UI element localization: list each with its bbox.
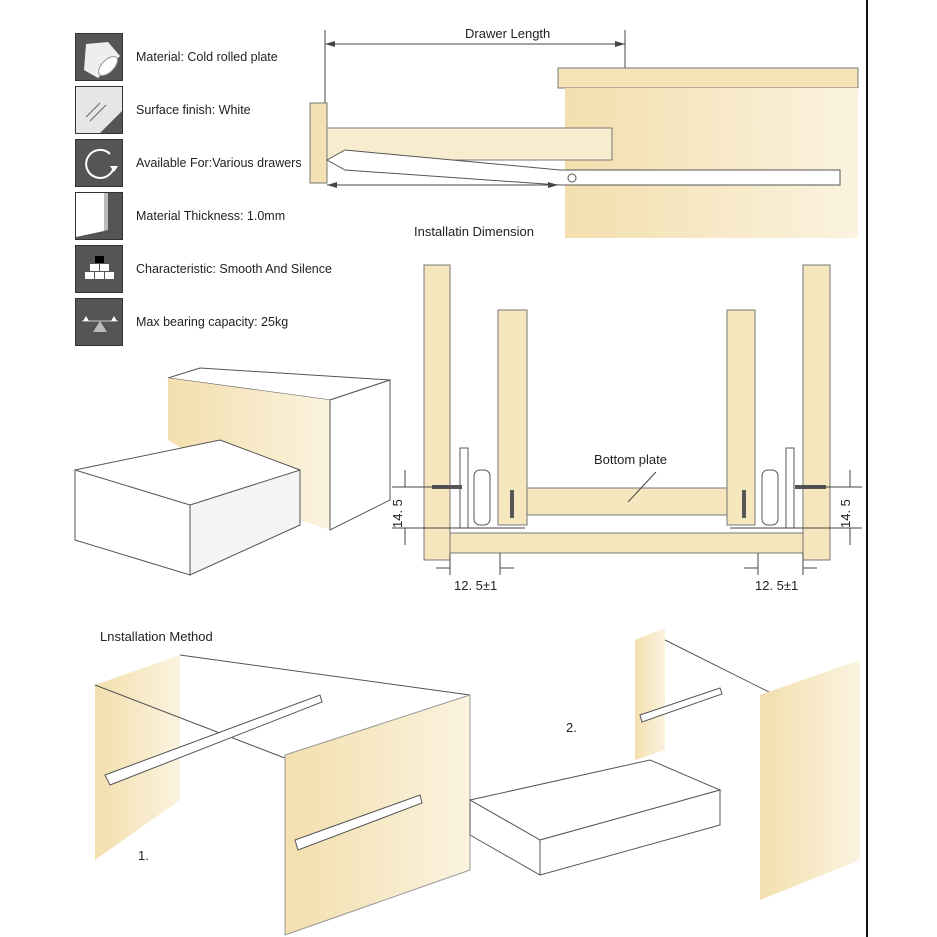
bottom-plate-label: Bottom plate xyxy=(594,452,667,467)
balance-scale-icon xyxy=(75,298,123,346)
feature-label: Available For:Various drawers xyxy=(136,156,302,170)
gap-right-label: 12. 5±1 xyxy=(755,578,799,593)
feature-material: Material: Cold rolled plate xyxy=(75,33,278,81)
cylinder-icon xyxy=(75,33,123,81)
feature-thickness: Material Thickness: 1.0mm xyxy=(75,192,285,240)
feature-label: Surface finish: White xyxy=(136,103,251,117)
feature-label: Material Thickness: 1.0mm xyxy=(136,209,286,223)
feature-characteristic: Characteristic: Smooth And Silence xyxy=(75,245,332,293)
glass-surface-icon xyxy=(75,86,123,134)
drawer-length-label: Drawer Length xyxy=(465,26,551,41)
stacked-blocks-icon xyxy=(75,245,123,293)
drawer-3d-illustration xyxy=(73,367,391,576)
installation-step2-illustration xyxy=(468,628,860,900)
feature-bearing: Max bearing capacity: 25kg xyxy=(75,298,288,346)
feature-label: Max bearing capacity: 25kg xyxy=(136,315,289,329)
step1-label: 1. xyxy=(138,848,149,863)
installation-step1-illustration xyxy=(94,654,471,936)
right-border-line xyxy=(866,0,868,937)
gap-left-label: 12. 5±1 xyxy=(454,578,498,593)
rotate-arrow-icon xyxy=(75,139,123,187)
drawer-length-diagram xyxy=(309,30,859,238)
height-right-label: 14. 5 xyxy=(838,499,853,528)
step2-label: 2. xyxy=(566,720,577,735)
feature-label: Material: Cold rolled plate xyxy=(136,50,278,64)
feature-surface: Surface finish: White xyxy=(75,86,251,134)
panel-thickness-icon xyxy=(75,192,123,240)
feature-available: Available For:Various drawers xyxy=(75,139,302,187)
height-left-label: 14. 5 xyxy=(390,499,405,528)
installation-dimension-caption: Installatin Dimension xyxy=(414,224,534,239)
cross-section-diagram xyxy=(392,264,862,575)
feature-label: Characteristic: Smooth And Silence xyxy=(136,262,332,276)
installation-method-title: Lnstallation Method xyxy=(100,629,213,644)
